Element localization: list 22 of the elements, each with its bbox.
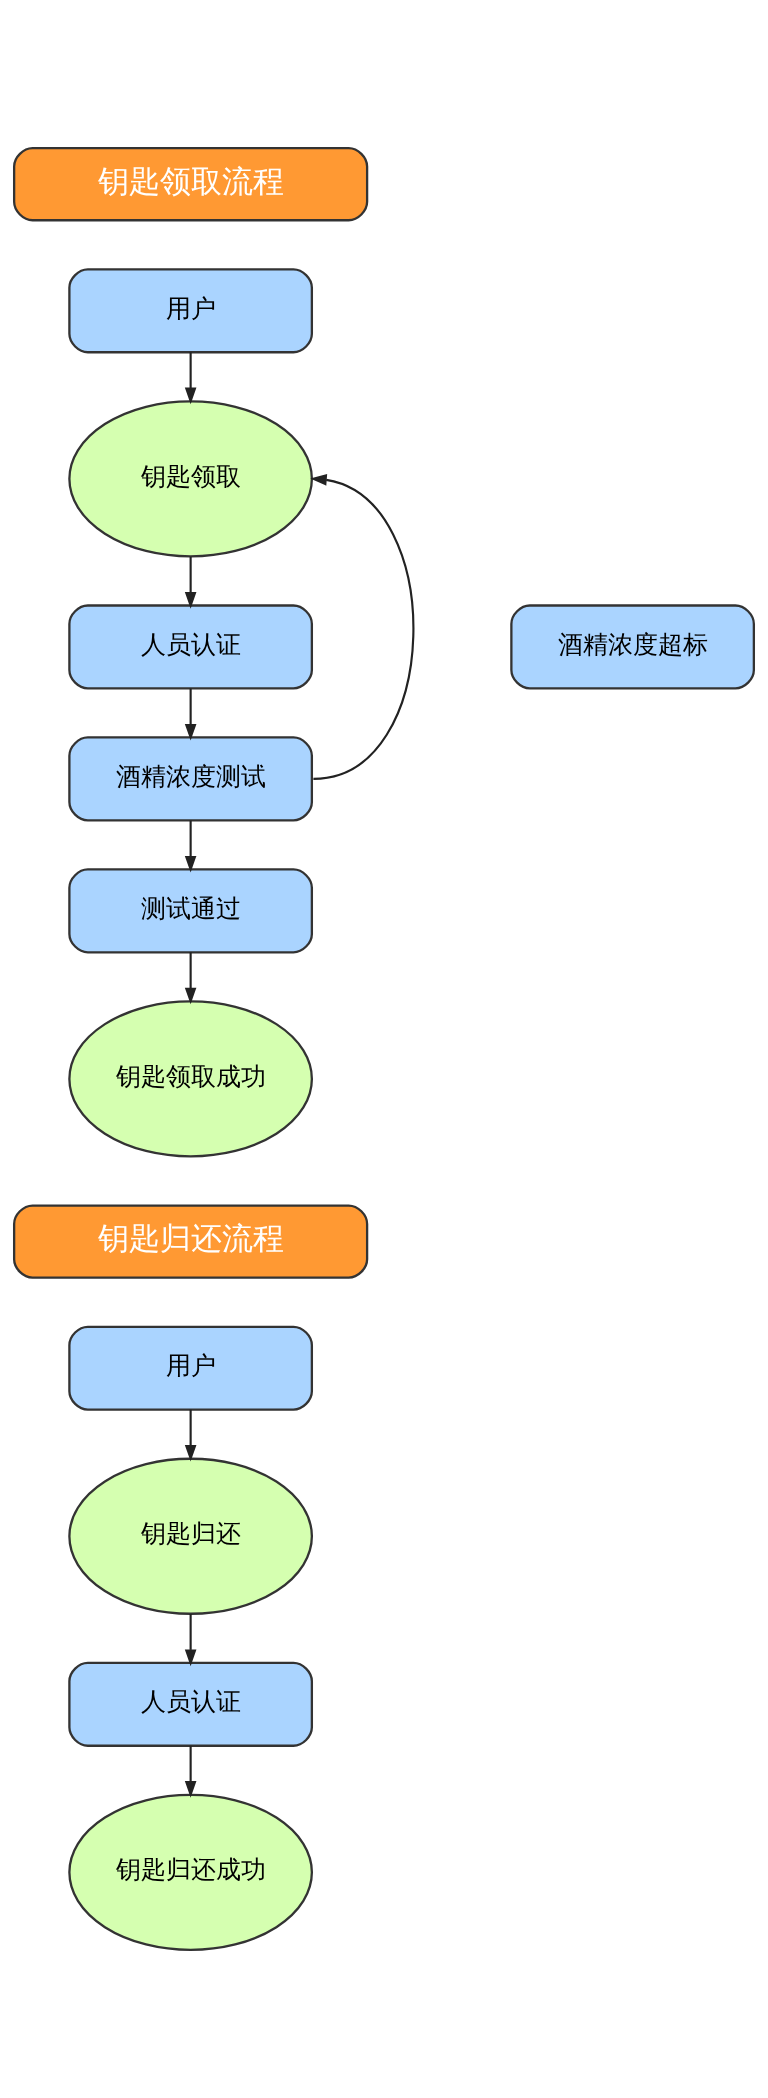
node-box: 人员认证 (68, 1661, 313, 1747)
arrow (184, 1614, 197, 1667)
node-box: 钥匙领取流程 (13, 147, 369, 222)
node-ellipse: 钥匙领取成功 (68, 1000, 313, 1158)
arrow (184, 688, 197, 741)
node-box: 酒精浓度超标 (510, 604, 755, 690)
node-box: 人员认证 (68, 604, 313, 690)
arrow (184, 352, 197, 405)
arrow (184, 820, 197, 873)
node-ellipse: 钥匙归还成功 (68, 1793, 313, 1951)
arrow (184, 1745, 197, 1798)
arrow (184, 952, 197, 1005)
arrow (184, 1409, 197, 1462)
node-ellipse: 钥匙领取 (68, 400, 313, 558)
node-ellipse: 钥匙归还 (68, 1457, 313, 1615)
node-box: 酒精浓度测试 (68, 736, 313, 822)
node-box: 钥匙归还流程 (13, 1204, 369, 1279)
arrow (310, 474, 415, 780)
node-box: 用户 (68, 268, 313, 354)
node-box: 用户 (68, 1325, 313, 1411)
node-box: 测试通过 (68, 868, 313, 954)
arrow (184, 556, 197, 609)
